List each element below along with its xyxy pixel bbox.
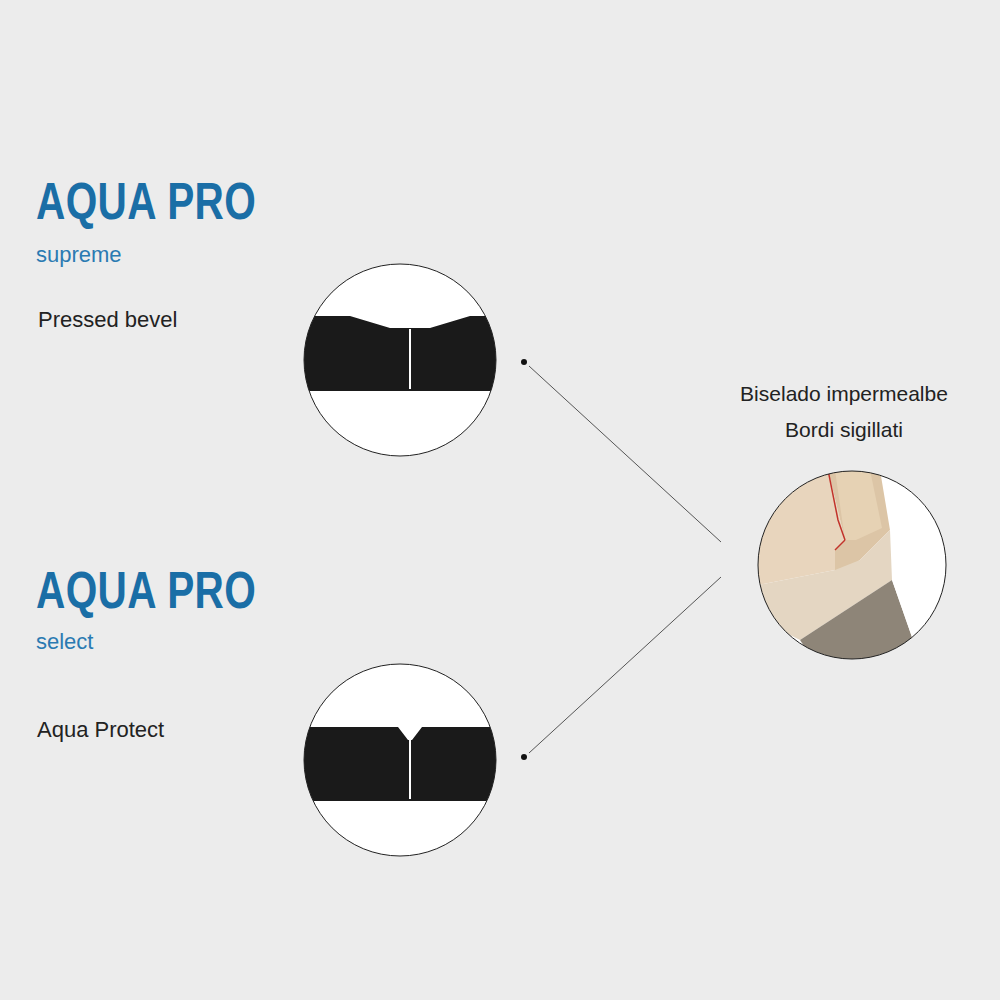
feature-label: Pressed bevel — [38, 307, 177, 332]
feature-label: Aqua Protect — [37, 717, 164, 742]
product-name: AQUA PRO — [36, 561, 256, 621]
product-line: select — [36, 629, 93, 654]
edge-note: Bordi sigillati — [785, 418, 903, 442]
edge-note: Biselado impermealbe — [740, 382, 948, 406]
pressed-bevel-detail — [300, 264, 500, 456]
product-line: supreme — [36, 242, 122, 267]
sealed-edge-illustration — [740, 470, 960, 680]
leader-lines — [521, 359, 721, 760]
aqua-protect-detail — [300, 664, 500, 856]
product-name: AQUA PRO — [36, 172, 256, 232]
